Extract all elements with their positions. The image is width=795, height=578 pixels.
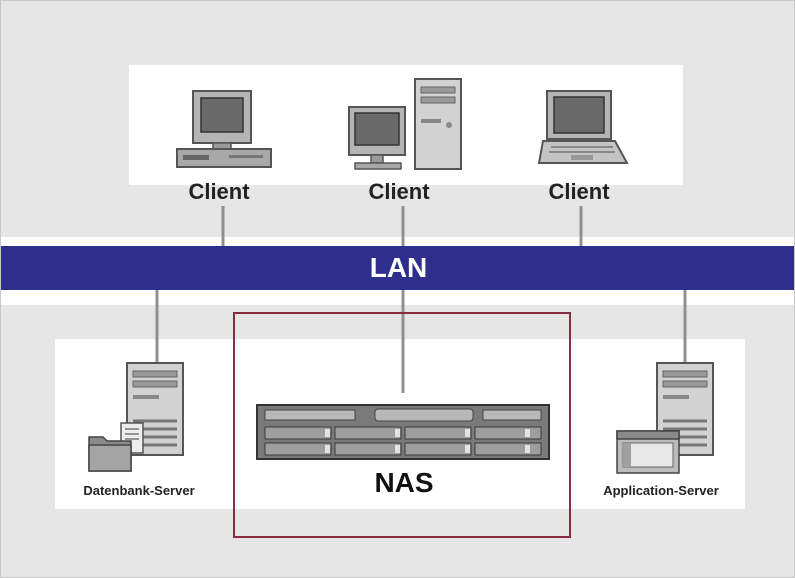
lan-label: LAN	[369, 252, 428, 283]
application-server-icon	[616, 362, 714, 474]
database-server-label: Datenbank-Server	[83, 483, 195, 498]
lan-bus	[1, 246, 794, 290]
tower-computer-icon	[348, 78, 462, 170]
nas-rack-icon	[256, 404, 550, 460]
nas-highlight-frame	[233, 312, 571, 538]
client-label-3: Client	[548, 179, 610, 204]
application-server-label: Application-Server	[603, 483, 719, 498]
client-label-1: Client	[188, 179, 250, 204]
client-label-2: Client	[368, 179, 430, 204]
nas-label: NAS	[374, 467, 434, 498]
database-server-icon	[88, 362, 184, 472]
laptop-icon	[537, 90, 629, 164]
desktop-computer-icon	[176, 90, 272, 168]
